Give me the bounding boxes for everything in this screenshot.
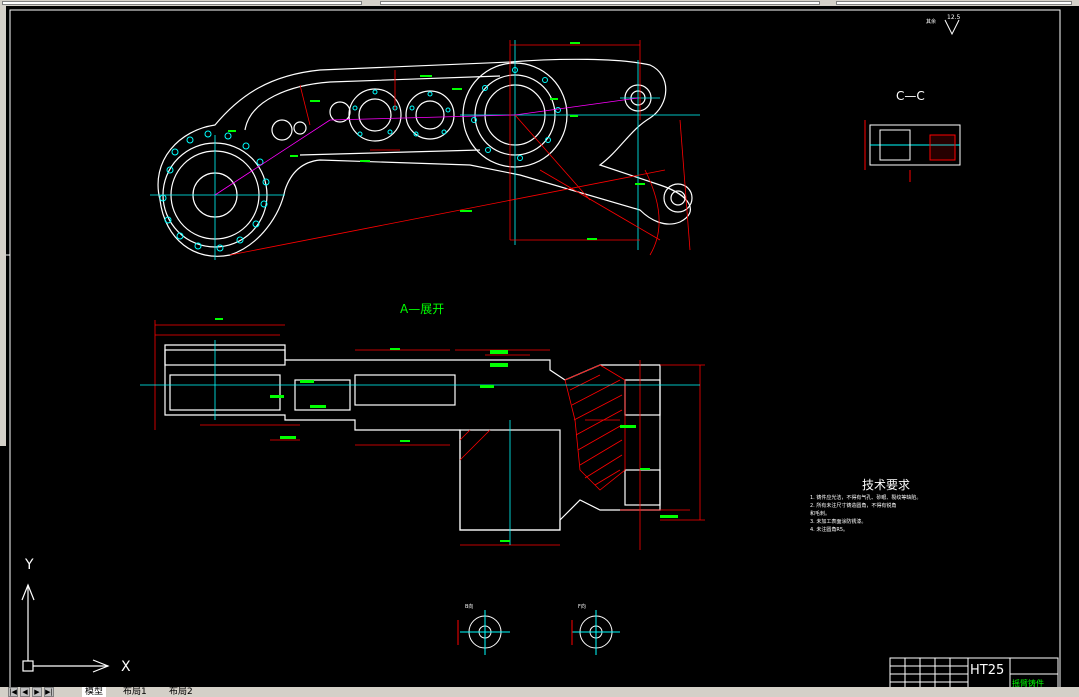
layout-tab-bar: |◀ ◀ ▶ ▶| 模型 布局1 布局2: [0, 687, 1079, 697]
title-block-name: 摇臂铸件: [1012, 679, 1044, 688]
tech-note: 3. 未加工表面涂防锈漆。: [810, 519, 867, 525]
style-dropdown[interactable]: [836, 1, 1072, 5]
tab-layout1[interactable]: 布局1: [123, 687, 147, 697]
dimension-lines-top: [229, 40, 691, 256]
arm-top-view: [157, 58, 693, 257]
dimension-lines-a: [154, 320, 705, 550]
dim-text-top: [228, 42, 645, 240]
material-label: HT25: [970, 663, 1005, 678]
next-tab-button[interactable]: ▶: [32, 687, 42, 697]
view-f-label: F向: [578, 604, 586, 610]
toolbar-strip: [0, 0, 1079, 6]
roughness-value: 12.5: [947, 14, 961, 21]
ucs-icon: [21, 583, 110, 673]
prev-tab-button[interactable]: ◀: [20, 687, 30, 697]
tab-model[interactable]: 模型: [82, 687, 107, 697]
properties-dropdown[interactable]: [380, 1, 820, 5]
layer-dropdown[interactable]: [2, 1, 362, 5]
magenta-construction: [214, 97, 639, 196]
ucs-y-label: Y: [25, 557, 34, 573]
bolt-holes: [159, 67, 561, 252]
section-a-hatch: [459, 364, 626, 491]
center-lines-a: [140, 340, 700, 545]
roughness-note: 其余: [926, 19, 937, 25]
tech-note: 2. 所有未注尺寸铸造圆角，不得有锐角: [810, 503, 897, 509]
view-b: [457, 610, 510, 655]
tech-notes: 1. 铸件应光洁，不得有气孔、砂眼、裂纹等缺陷。 2. 所有未注尺寸铸造圆角，不…: [810, 494, 921, 534]
roughness-symbol: [944, 19, 960, 36]
tech-note: 4. 未注圆角R5。: [810, 527, 849, 533]
drawing-frame: [9, 9, 1061, 687]
section-cc: [864, 120, 961, 182]
dim-text-a: [215, 318, 678, 542]
section-cc-label: C—C: [896, 89, 925, 103]
drawing-canvas[interactable]: C—C A—展开 技术要求 1. 铸件应光洁，不得有气孔、砂眼、裂纹等缺陷。 2…: [6, 6, 1079, 688]
first-tab-button[interactable]: |◀: [8, 687, 18, 697]
last-tab-button[interactable]: ▶|: [44, 687, 54, 697]
tech-note: 1. 铸件应光洁，不得有气孔、砂眼、裂纹等缺陷。: [810, 495, 922, 501]
cad-drawing: [6, 9, 1061, 687]
vertical-scrollbar[interactable]: [0, 6, 6, 446]
ucs-x-label: X: [121, 659, 131, 675]
section-a-outline: [164, 344, 661, 531]
tech-note: 和毛刺。: [810, 511, 831, 517]
view-f: [571, 610, 620, 655]
view-b-label: B向: [465, 604, 474, 610]
tab-layout2[interactable]: 布局2: [169, 687, 193, 697]
title-block: [889, 657, 1059, 687]
tech-requirements-title: 技术要求: [862, 478, 911, 492]
center-lines: [150, 40, 700, 260]
section-a-label: A—展开: [400, 302, 445, 316]
